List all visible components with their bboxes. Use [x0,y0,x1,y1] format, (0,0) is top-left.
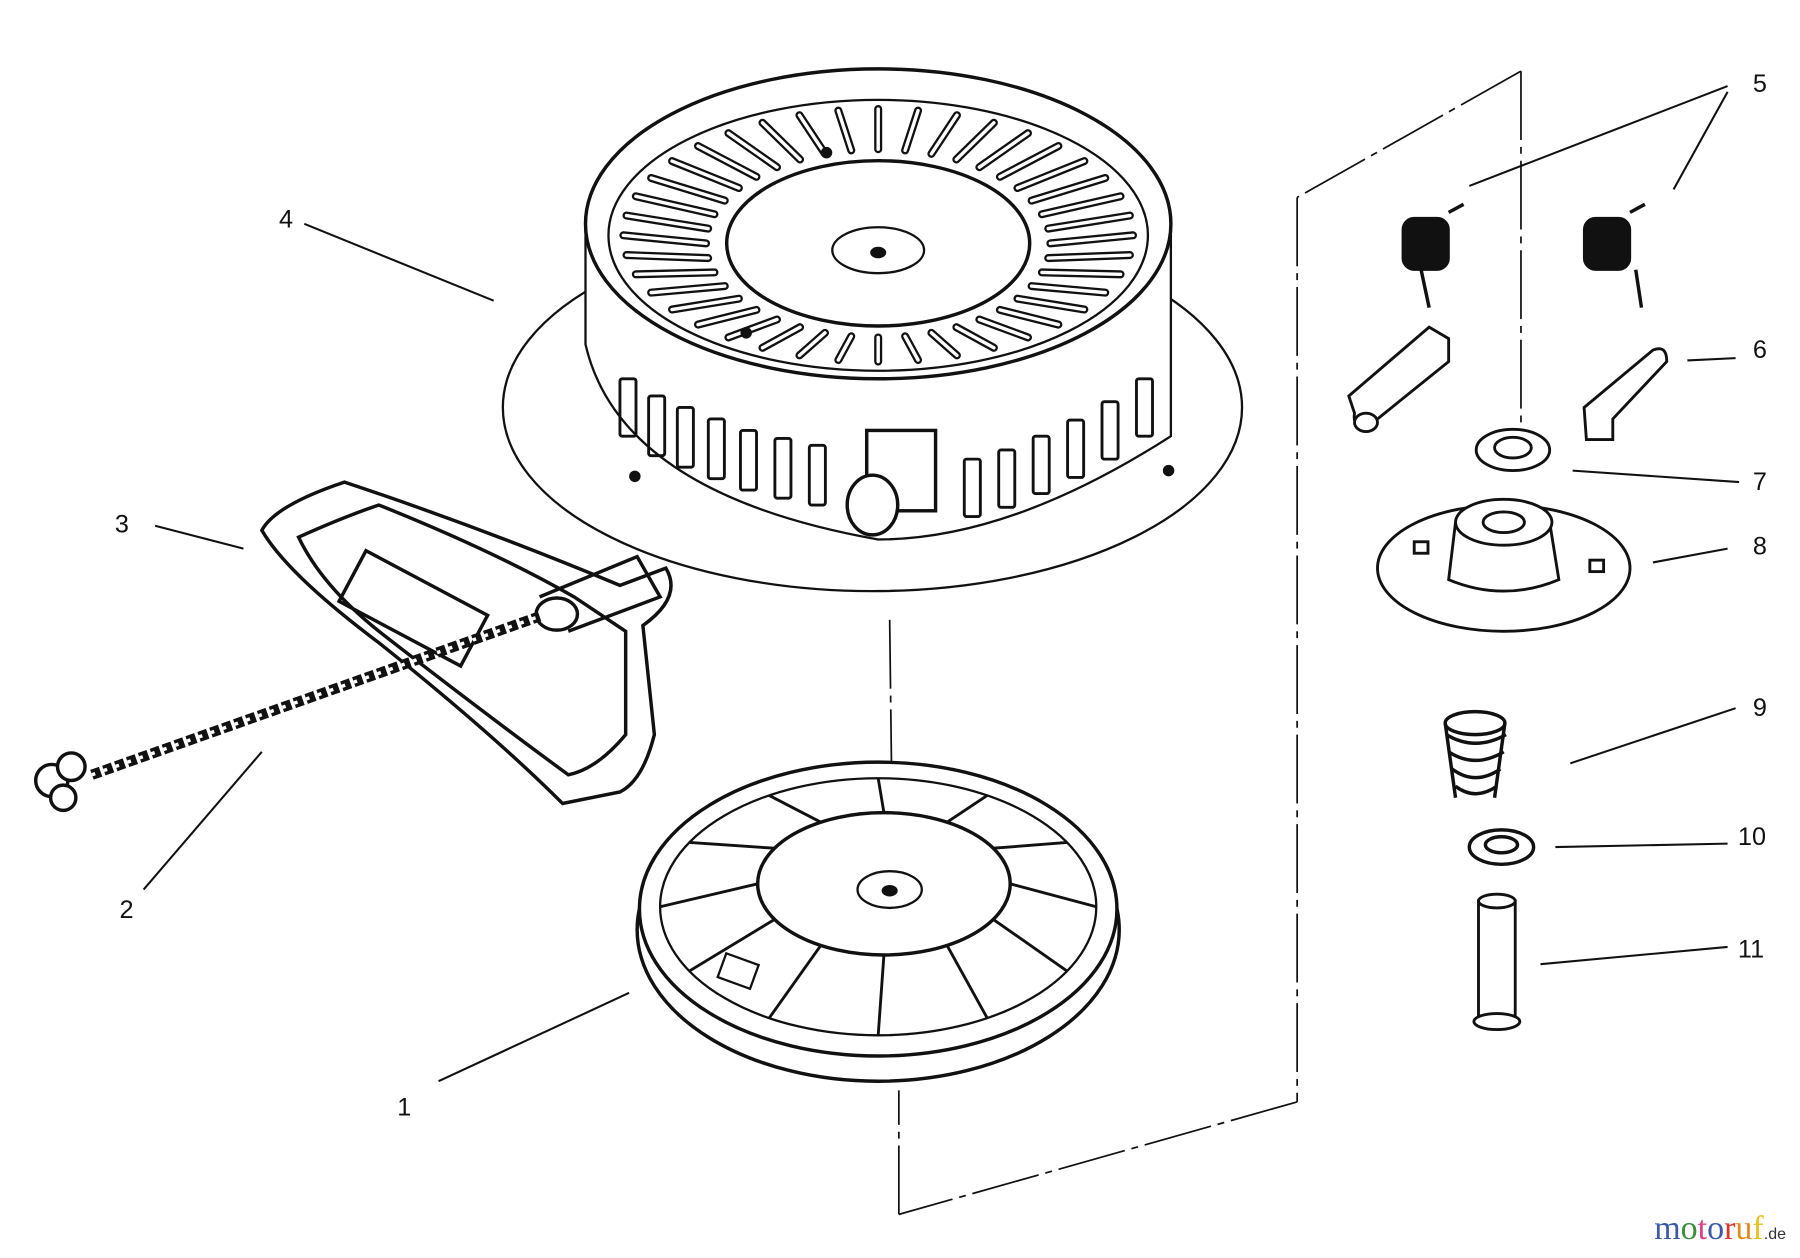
vent-slot [726,317,779,340]
callout-labels: 1 2 3 4 5 6 7 8 9 10 11 [115,70,1767,1122]
vent-slot [797,331,827,358]
vent-slot [1040,270,1123,277]
vent-slot [1015,296,1087,312]
callout-11: 11 [1738,935,1764,963]
watermark-letter: u [1735,1210,1753,1247]
vent-slot [977,131,1030,169]
pulley-spoke [688,918,776,973]
callout-4: 4 [279,205,293,233]
vent-slot [1029,284,1107,295]
rope-pulley [635,760,1121,1083]
pulley-spoke [767,944,822,1019]
vent-slot [929,113,959,156]
vent-slot [1015,159,1087,190]
callout-2: 2 [119,896,133,924]
vent-slot [696,144,759,179]
vent-slot [1029,176,1107,203]
callout-5: 5 [1753,70,1767,98]
watermark-letter: t [1697,1210,1708,1247]
watermark-tld: .de [1763,1226,1786,1243]
pulley-spoke [876,954,886,1036]
watermark-letter: o [1707,1210,1725,1247]
vent-slot [1046,213,1132,231]
callout-3: 3 [115,511,129,539]
vent-slot [836,108,853,153]
callout-1: 1 [397,1094,411,1122]
pulley-spoke [993,841,1068,850]
vent-slot [903,334,920,362]
vent-slot [1046,253,1132,260]
callout-8: 8 [1753,532,1767,560]
watermark-letter: r [1724,1210,1736,1247]
watermark-logo: motoruf.de [1654,1210,1786,1248]
pulley-spoke [945,944,989,1019]
vent-slot [670,296,741,312]
vent-slot [634,270,717,277]
washer-10 [1467,828,1536,867]
pulley-spoke [768,794,822,824]
callout-6: 6 [1753,336,1767,364]
pulley-spoke [659,882,759,909]
vent-slot [1048,233,1135,246]
vent-slot [1040,194,1123,216]
callout-9: 9 [1753,694,1767,722]
callout-10: 10 [1738,823,1766,851]
vent-slot [760,325,802,350]
center-pin [1472,892,1522,1032]
vent-slot [929,331,959,358]
vent-slot [954,121,996,162]
brake-spring [1443,709,1507,798]
vent-slot [621,233,708,246]
vent-slot [649,284,727,295]
pawl-springs [1401,202,1646,308]
vent-slot [726,131,779,169]
pulley-spoke [992,918,1068,973]
vent-slot [696,308,759,327]
callout-7: 7 [1753,468,1767,496]
pulley-spoke [876,777,886,813]
watermark-letter: m [1654,1210,1681,1247]
vent-slot [836,334,853,362]
vent-slot [760,121,802,162]
vent-slot [624,213,710,231]
vent-slot [797,113,827,156]
vent-slot [903,108,920,153]
vent-slot [624,253,710,260]
washer-7 [1474,427,1552,473]
vent-slot [977,317,1030,340]
vent-slot [670,159,741,190]
vent-slot [954,325,996,350]
watermark-letter: f [1752,1210,1764,1247]
pawls [1347,325,1669,442]
vent-slot [649,176,727,203]
pulley-spoke [946,794,989,824]
recoil-housing [501,67,1244,593]
leader-lines [142,85,1740,1083]
vent-slot [634,194,717,216]
pulley-spoke [689,841,775,850]
pulley-spoke [1009,882,1097,909]
starter-rope [33,611,542,813]
vent-slot [998,308,1061,327]
watermark-letter: o [1680,1210,1698,1247]
vent-slot [998,144,1061,179]
pawl-retainer [1376,497,1632,633]
